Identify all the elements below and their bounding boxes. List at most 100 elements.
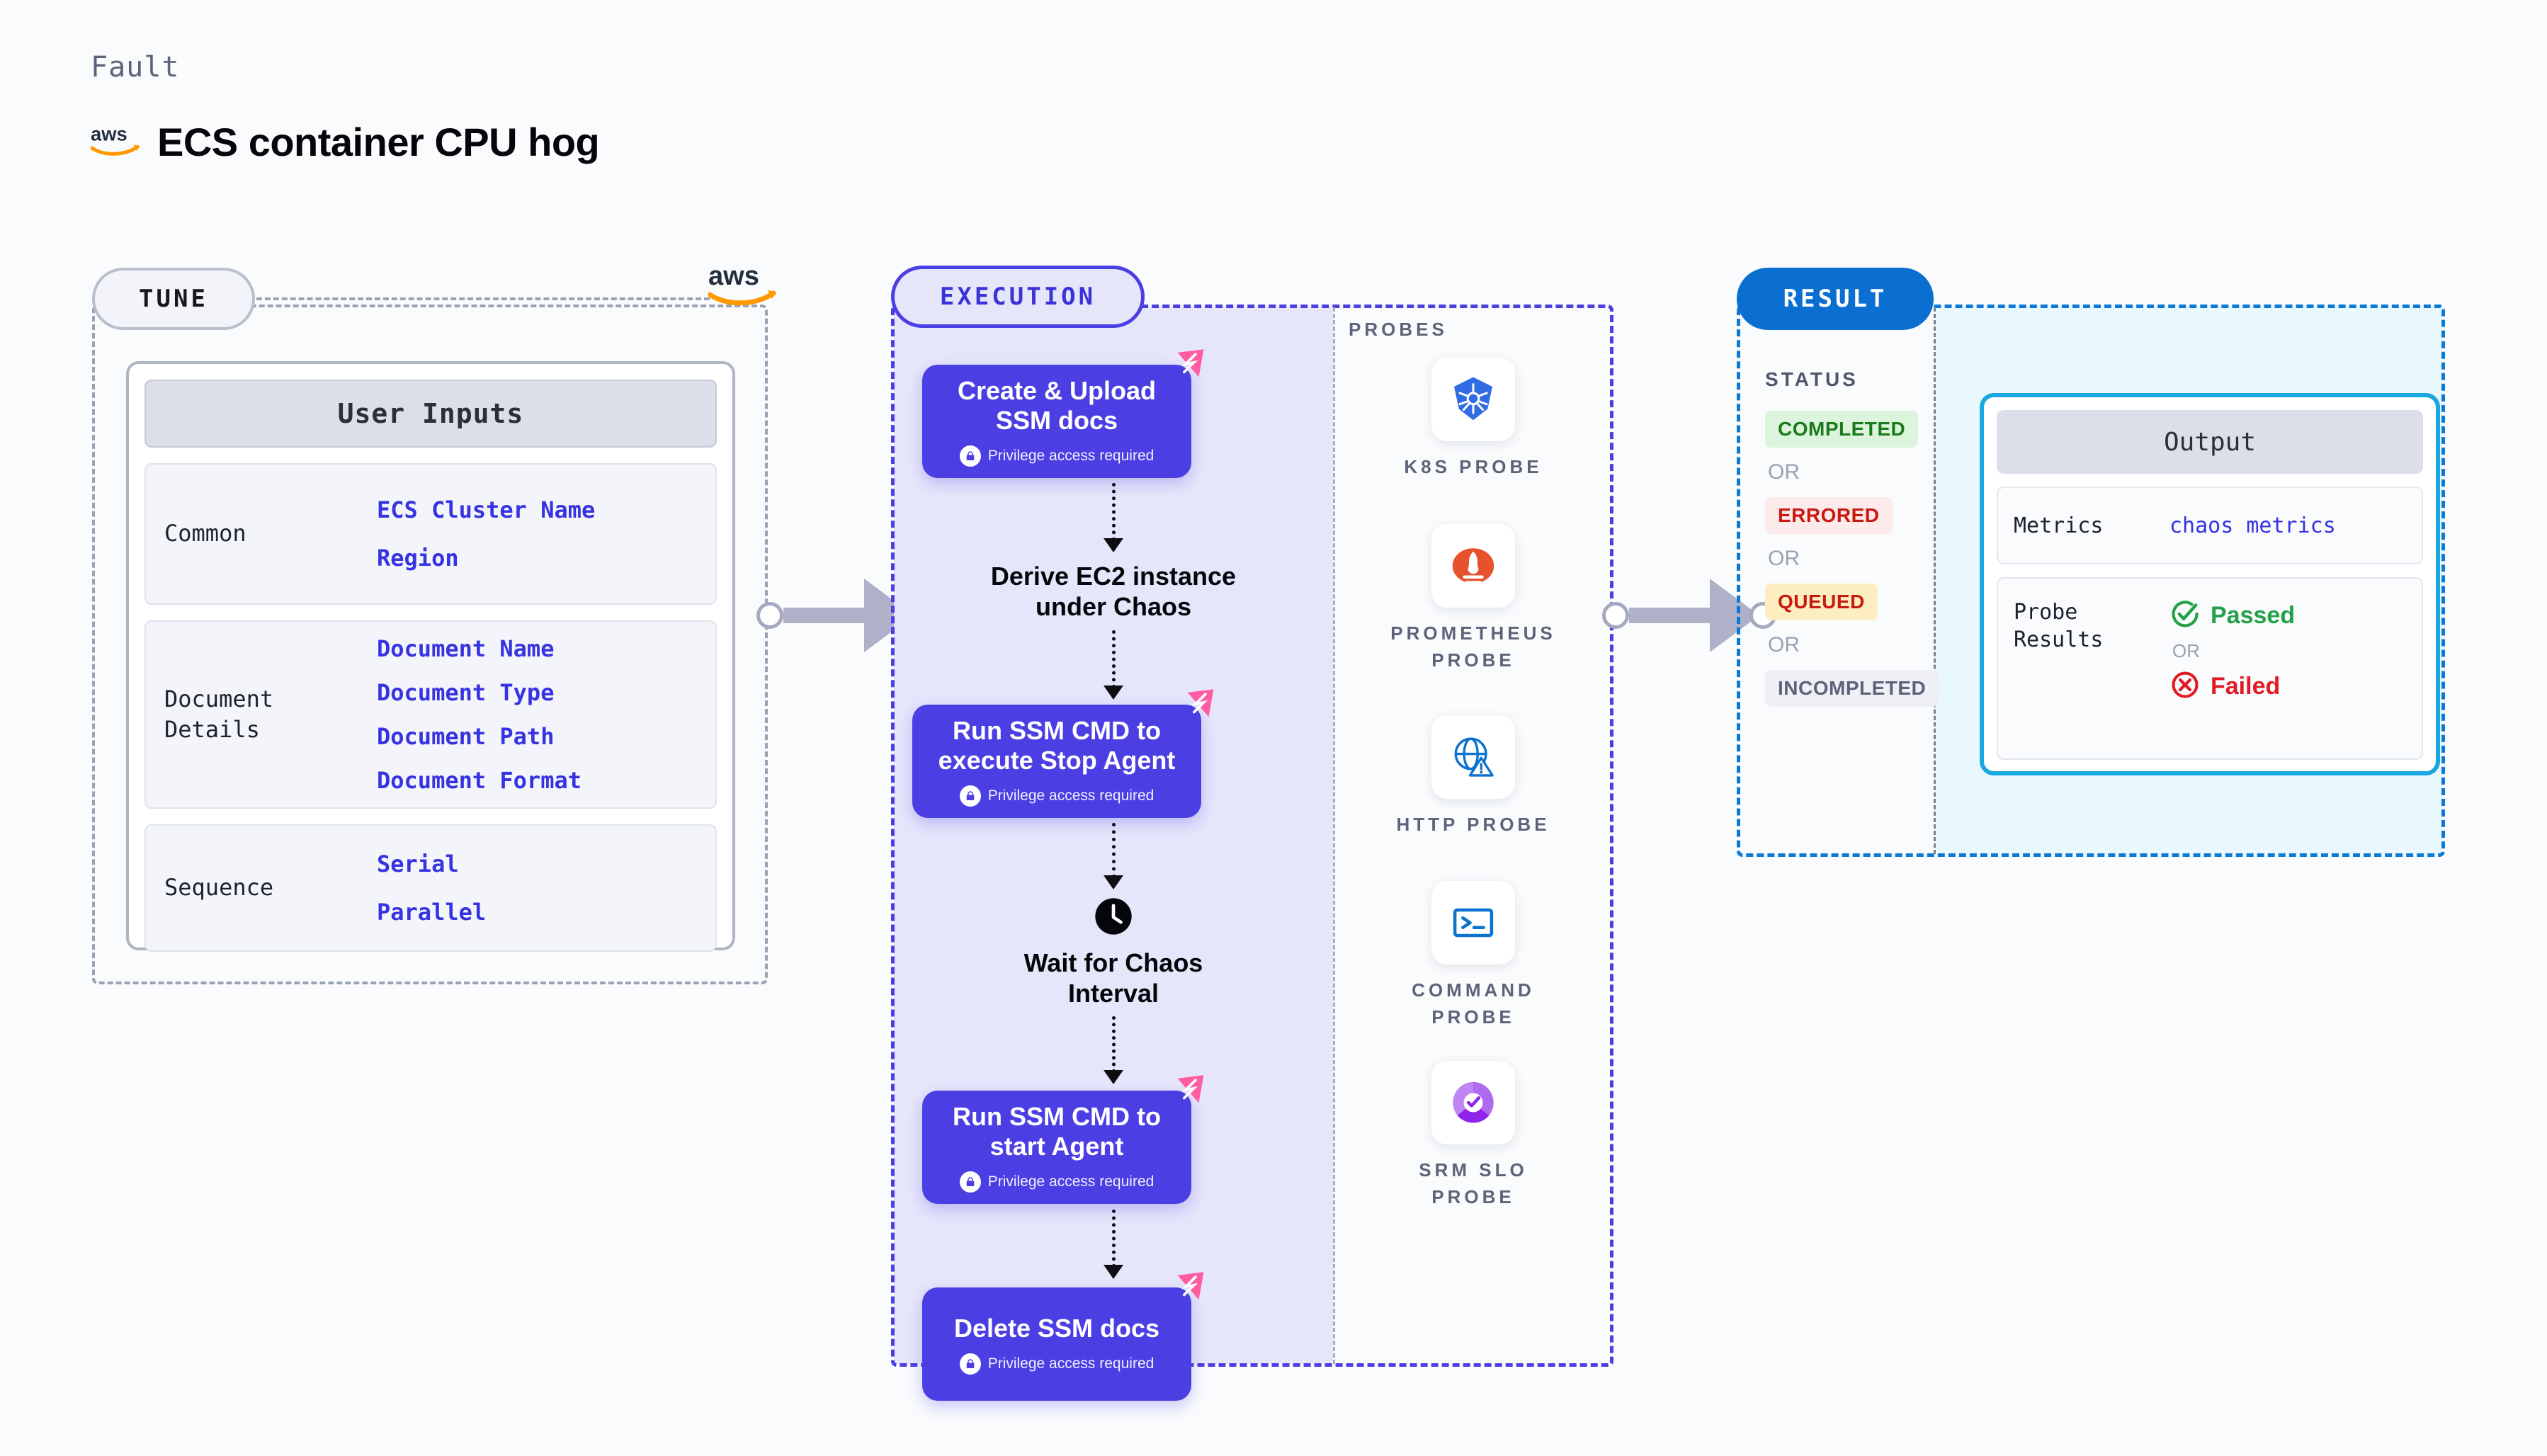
input-group-label: Sequence	[164, 874, 274, 902]
probe-label: COMMAND PROBE	[1412, 979, 1535, 1028]
page-title: ECS container CPU hog	[157, 120, 600, 164]
step-create-upload-ssm-docs[interactable]: Create & Upload SSM docs Privilege acces…	[922, 349, 1204, 478]
privilege-text: Privilege access required	[987, 1173, 1155, 1190]
step-run-ssm-cmd-stop-agent[interactable]: Run SSM CMD to execute Stop Agent Privil…	[912, 689, 1214, 818]
execution-pill[interactable]: EXECUTION	[891, 266, 1145, 328]
page-title-row: aws ECS container CPU hog	[89, 119, 600, 165]
user-inputs-card: User Inputs Common ECS Cluster Name Regi…	[126, 361, 735, 952]
harness-icon	[1174, 1074, 1207, 1110]
lock-icon	[959, 1171, 981, 1193]
step-title: Run SSM CMD to start Agent	[953, 1101, 1161, 1161]
input-field-document-name[interactable]: Document Name	[377, 635, 555, 662]
tune-region	[92, 305, 768, 984]
input-field-document-type[interactable]: Document Type	[377, 679, 555, 706]
tune-pill[interactable]: TUNE	[92, 268, 255, 330]
input-field-region[interactable]: Region	[377, 545, 459, 571]
step-title: Derive EC2 instance under Chaos	[990, 562, 1237, 622]
input-field-ecs-cluster-name[interactable]: ECS Cluster Name	[377, 496, 596, 523]
status-badge-queued: QUEUED	[1765, 584, 1878, 620]
probe-prometheus[interactable]: PROMETHEUS PROBE	[1367, 524, 1579, 673]
check-circle-icon	[2169, 598, 2201, 633]
input-field-document-path[interactable]: Document Path	[377, 723, 555, 750]
flow-arrow-2	[1112, 630, 1116, 688]
result-region	[1737, 305, 2445, 857]
connector-start-dot	[756, 602, 783, 629]
step-delete-ssm-docs[interactable]: Delete SSM docs Privilege access require…	[922, 1272, 1204, 1401]
input-option-serial[interactable]: Serial	[377, 851, 459, 877]
probe-http[interactable]: HTTP PROBE	[1367, 715, 1579, 838]
svg-text:aws: aws	[91, 123, 127, 145]
step-title: Create & Upload SSM docs	[957, 375, 1157, 435]
flow-arrow-1	[1112, 483, 1116, 541]
step-title: Delete SSM docs	[953, 1313, 1160, 1343]
step-title: Run SSM CMD to execute Stop Agent	[938, 715, 1176, 775]
connector-probes-to-result	[1602, 579, 1776, 652]
output-row-probe-results: Probe Results Passed OR	[1997, 577, 2423, 760]
probe-srm-slo[interactable]: SRM SLO PROBE	[1367, 1061, 1579, 1210]
tune-aws-logo-icon: aws	[707, 261, 779, 311]
harness-icon	[1174, 1270, 1207, 1307]
flow-arrow-4	[1112, 1016, 1116, 1073]
step-derive-ec2-instance: Derive EC2 instance under Chaos	[894, 561, 1333, 622]
probe-label: SRM SLO PROBE	[1419, 1159, 1528, 1207]
flow-arrow-5	[1112, 1210, 1116, 1268]
status-badge-errored: ERRORED	[1765, 497, 1893, 534]
flow-arrow-3	[1112, 823, 1116, 878]
probes-title: PROBES	[1349, 319, 1448, 340]
status-badge-incompleted: INCOMPLETED	[1765, 670, 1939, 707]
harness-icon	[1184, 688, 1217, 724]
input-group-common: Common ECS Cluster Name Region	[144, 463, 717, 605]
flow-arrow-1-tip	[1104, 538, 1123, 552]
x-circle-icon	[2169, 669, 2201, 704]
srm-slo-icon	[1431, 1061, 1515, 1144]
step-run-ssm-cmd-start-agent[interactable]: Run SSM CMD to start Agent Privilege acc…	[922, 1075, 1204, 1204]
probe-result-passed: Passed	[2169, 598, 2295, 633]
probe-label: HTTP PROBE	[1396, 814, 1550, 835]
probes-divider	[1333, 307, 1335, 1364]
input-group-label: Document Details	[164, 685, 274, 743]
status-badge-completed: COMPLETED	[1765, 411, 1919, 448]
terminal-icon	[1431, 881, 1515, 965]
flow-arrow-4-tip	[1104, 1070, 1123, 1084]
svg-text:aws: aws	[708, 261, 759, 291]
output-title: Output	[1997, 410, 2423, 474]
step-privilege-note: Privilege access required	[959, 445, 1155, 467]
probe-result-failed: Failed	[2169, 669, 2295, 704]
http-globe-icon	[1431, 715, 1515, 799]
step-wait-for-chaos-interval: Wait for Chaos Interval	[894, 948, 1333, 1008]
input-field-document-format[interactable]: Document Format	[377, 767, 582, 794]
flow-arrow-5-tip	[1104, 1265, 1123, 1279]
harness-icon	[1174, 348, 1207, 384]
connector-start-dot	[1602, 602, 1629, 629]
lock-icon	[959, 785, 981, 807]
step-privilege-note: Privilege access required	[959, 1171, 1155, 1193]
execution-region	[891, 305, 1613, 1367]
status-or-2: OR	[1768, 547, 1800, 570]
probe-result-failed-label: Failed	[2211, 673, 2281, 700]
lock-icon	[959, 445, 981, 467]
kubernetes-icon	[1431, 358, 1515, 441]
probe-command[interactable]: COMMAND PROBE	[1367, 881, 1579, 1030]
status-list: COMPLETED OR ERRORED OR QUEUED OR INCOMP…	[1765, 411, 1978, 707]
input-group-label: Common	[164, 520, 246, 547]
step-privilege-note: Privilege access required	[959, 785, 1154, 807]
probe-k8s[interactable]: K8S PROBE	[1367, 358, 1579, 481]
connector-bar	[1629, 608, 1711, 623]
output-metrics-value[interactable]: chaos metrics	[2169, 513, 2336, 538]
lock-icon	[959, 1353, 981, 1375]
flow-arrow-2-tip	[1104, 686, 1123, 700]
input-group-document-details: Document Details Document Name Document …	[144, 620, 717, 809]
flow-arrow-3-tip	[1104, 875, 1123, 889]
step-privilege-note: Privilege access required	[959, 1353, 1155, 1375]
result-pill[interactable]: RESULT	[1737, 268, 1934, 330]
privilege-text: Privilege access required	[987, 448, 1155, 465]
status-title: STATUS	[1765, 368, 1859, 390]
input-option-parallel[interactable]: Parallel	[377, 899, 487, 926]
privilege-text: Privilege access required	[987, 1355, 1155, 1372]
output-row-metrics: Metrics chaos metrics	[1997, 487, 2423, 564]
tune-brand-connector-line	[256, 297, 710, 300]
result-divider	[1934, 307, 1936, 854]
output-metrics-label: Metrics	[2014, 513, 2104, 538]
input-group-sequence: Sequence Serial Parallel	[144, 824, 717, 952]
